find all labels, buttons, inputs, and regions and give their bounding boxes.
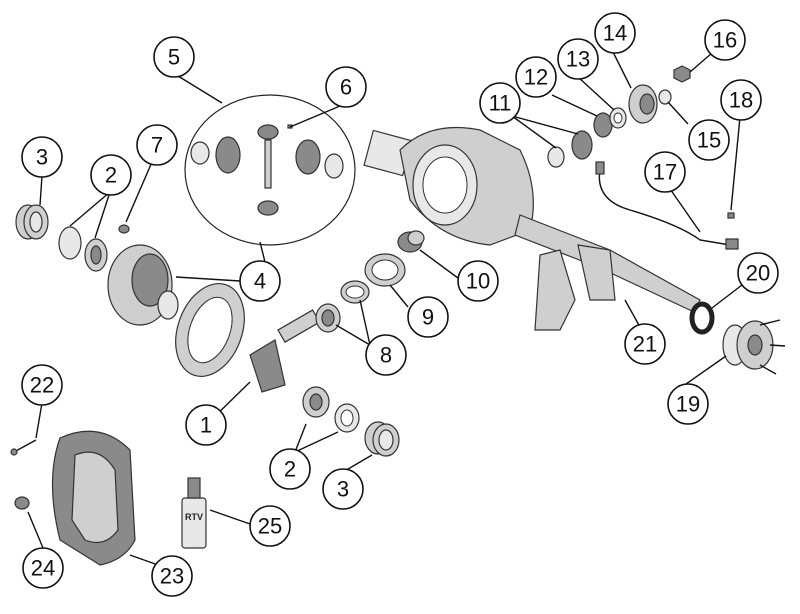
callout-6-label: 6	[340, 75, 352, 100]
callout-24: 24	[22, 547, 64, 589]
callout-5: 5	[153, 36, 195, 78]
callout-16: 16	[704, 19, 746, 61]
callout-8: 8	[365, 334, 407, 376]
callout-4: 4	[239, 260, 281, 302]
bearing-race-bottom	[364, 421, 400, 457]
race-9	[340, 253, 406, 304]
callout-12: 12	[515, 56, 557, 98]
ring-gear-part	[175, 282, 245, 378]
callout-3-bottom: 3	[322, 468, 364, 510]
callout-2-bottom-label: 2	[284, 457, 296, 482]
bearing-race-top-left	[15, 204, 49, 240]
callout-1-label: 1	[200, 413, 212, 438]
callout-25: 25	[249, 505, 291, 547]
washer-15	[658, 89, 672, 105]
callout-21-label: 21	[633, 332, 657, 357]
callout-13: 13	[557, 38, 599, 80]
callout-3-top: 3	[21, 136, 63, 178]
callout-18-label: 18	[729, 88, 753, 113]
callout-24-label: 24	[31, 556, 55, 581]
bolt-22	[10, 439, 37, 456]
callout-7: 7	[136, 124, 178, 166]
callout-10: 10	[457, 260, 499, 302]
callout-8-label: 8	[380, 343, 392, 368]
callout-2-top: 2	[90, 154, 132, 196]
callout-6: 6	[325, 66, 367, 108]
callout-13-label: 13	[566, 47, 590, 72]
callout-1: 1	[185, 404, 227, 446]
callout-23: 23	[151, 555, 193, 597]
callout-2-top-label: 2	[105, 163, 117, 188]
callout-11: 11	[479, 82, 521, 124]
rtv-sealant-tube-25: RTV	[181, 477, 207, 549]
crush-sleeve-part	[397, 230, 425, 253]
callout-23-label: 23	[160, 564, 184, 589]
callout-9: 9	[407, 296, 449, 338]
callout-15: 15	[688, 119, 730, 161]
hub-assembly-19	[722, 319, 786, 375]
callout-2-bottom: 2	[269, 448, 311, 490]
differential-cover-23	[51, 430, 136, 566]
callout-20-label: 20	[746, 261, 770, 286]
callout-19: 19	[667, 383, 709, 425]
callout-15-label: 15	[697, 128, 721, 153]
callout-10-label: 10	[466, 269, 490, 294]
clip-18	[727, 212, 735, 219]
differential-case-part	[107, 244, 179, 326]
callout-11-label: 11	[489, 91, 512, 116]
callout-3-top-label: 3	[36, 145, 48, 170]
seal-13	[609, 107, 627, 129]
callout-22: 22	[21, 364, 63, 406]
callout-14: 14	[594, 12, 636, 54]
bearing-cup-top-left	[58, 226, 108, 272]
callout-12-label: 12	[524, 65, 548, 90]
callout-19-label: 19	[676, 392, 700, 417]
abs-sensor-cable-17	[595, 161, 739, 250]
fill-plug-24	[14, 496, 30, 510]
differential-internals-group	[184, 94, 356, 246]
pinion-gear-part	[249, 309, 321, 393]
callout-22-label: 22	[30, 373, 54, 398]
callout-4-label: 4	[254, 269, 266, 294]
callout-3-bottom-label: 3	[337, 477, 349, 502]
callout-17: 17	[644, 151, 686, 193]
callout-9-label: 9	[422, 305, 434, 330]
callout-25-label: 25	[258, 514, 282, 539]
seal-ring-20	[689, 301, 715, 335]
axle-housing-part	[363, 126, 701, 331]
callout-5-label: 5	[168, 45, 180, 70]
callout-14-label: 14	[603, 21, 627, 46]
bolt-part	[118, 224, 130, 234]
bearing-11	[547, 130, 593, 168]
rtv-tube-label: RTV	[185, 512, 203, 522]
yoke-flange-14	[628, 84, 658, 124]
leader-lines	[27, 49, 743, 566]
callout-17-label: 17	[653, 160, 677, 185]
callout-18: 18	[720, 79, 762, 121]
nut-16	[673, 65, 691, 83]
pinion-bearing-top	[315, 303, 341, 333]
callout-21: 21	[624, 323, 666, 365]
bearing-cup-bottom	[302, 386, 360, 433]
callout-20: 20	[737, 252, 779, 294]
callout-7-label: 7	[151, 133, 163, 158]
callout-16-label: 16	[713, 28, 737, 53]
